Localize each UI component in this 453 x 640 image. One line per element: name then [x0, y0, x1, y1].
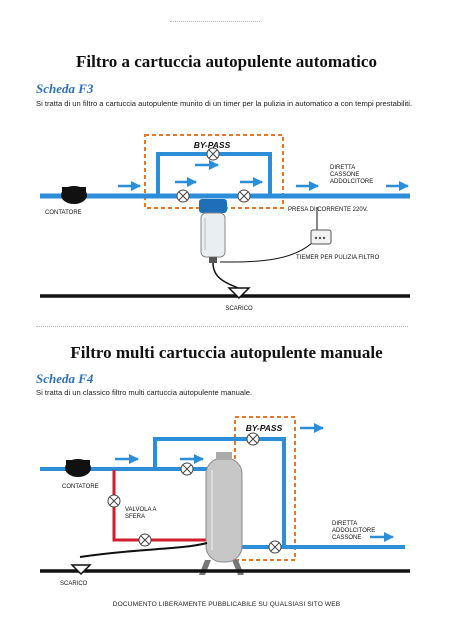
valve-icon	[107, 494, 121, 508]
section-description: Si tratta di un classico filtro multi ca…	[36, 388, 253, 397]
section-title: Filtro multi cartuccia autopulente manua…	[70, 343, 383, 362]
direct-label: DIRETTA	[330, 165, 355, 171]
filter-icon	[199, 199, 227, 263]
direct-label: CASSONE	[330, 172, 359, 178]
section-description: Si tratta di un filtro a cartuccia autop…	[36, 99, 413, 108]
meter-label: CONTATORE	[45, 210, 82, 216]
power-label: PRESA DI CORRENTE 220V.	[288, 207, 368, 213]
bypass-pipe	[40, 437, 405, 549]
valve-icon	[237, 189, 251, 203]
valve-icon	[206, 147, 220, 161]
section-divider	[36, 326, 408, 327]
valve-icon	[176, 189, 190, 203]
top-divider	[170, 21, 260, 22]
drain-funnel-icon	[70, 564, 92, 576]
page-footer: DOCUMENTO LIBERAMENTE PUBBLICABILE SU QU…	[112, 601, 341, 608]
direct-label: ADDOLCITORE	[330, 179, 373, 185]
section-subtitle: Scheda F4	[36, 371, 94, 386]
drain-funnel-icon	[227, 287, 251, 300]
valve-icon	[180, 462, 194, 476]
filter-tank-icon	[199, 452, 244, 575]
drain-label: SCARICO	[225, 306, 253, 312]
timer-icon	[310, 229, 332, 245]
valve-icon	[268, 540, 282, 554]
meter-label: CONTATORE	[62, 484, 99, 490]
drain-label: SCARICO	[60, 581, 88, 587]
bypass-label-bg	[188, 139, 236, 151]
drain-hose	[79, 542, 208, 558]
direct-label: CASSONE	[332, 535, 361, 541]
timer-cable	[219, 242, 313, 263]
valve-label: SFERA	[125, 514, 145, 520]
bypass-label: BY-PASS	[194, 140, 231, 150]
valve-icon	[138, 533, 152, 547]
valve-label: VALVOLA A	[125, 507, 156, 513]
valve-icon	[246, 432, 260, 446]
bypass-label-bg	[240, 423, 288, 435]
section-title: Filtro a cartuccia autopulente automatic…	[76, 52, 377, 71]
bypass-box	[234, 416, 296, 561]
direct-label: ADDOLCITORE	[332, 528, 375, 534]
valve-pipe	[112, 470, 207, 542]
direct-label: DIRETTA	[332, 521, 357, 527]
drain-hose	[212, 262, 239, 289]
section-subtitle: Scheda F3	[36, 81, 94, 96]
timer-label: TIEMER PER PULIZIA FILTRO	[296, 255, 380, 261]
bypass-label: BY-PASS	[246, 423, 283, 433]
